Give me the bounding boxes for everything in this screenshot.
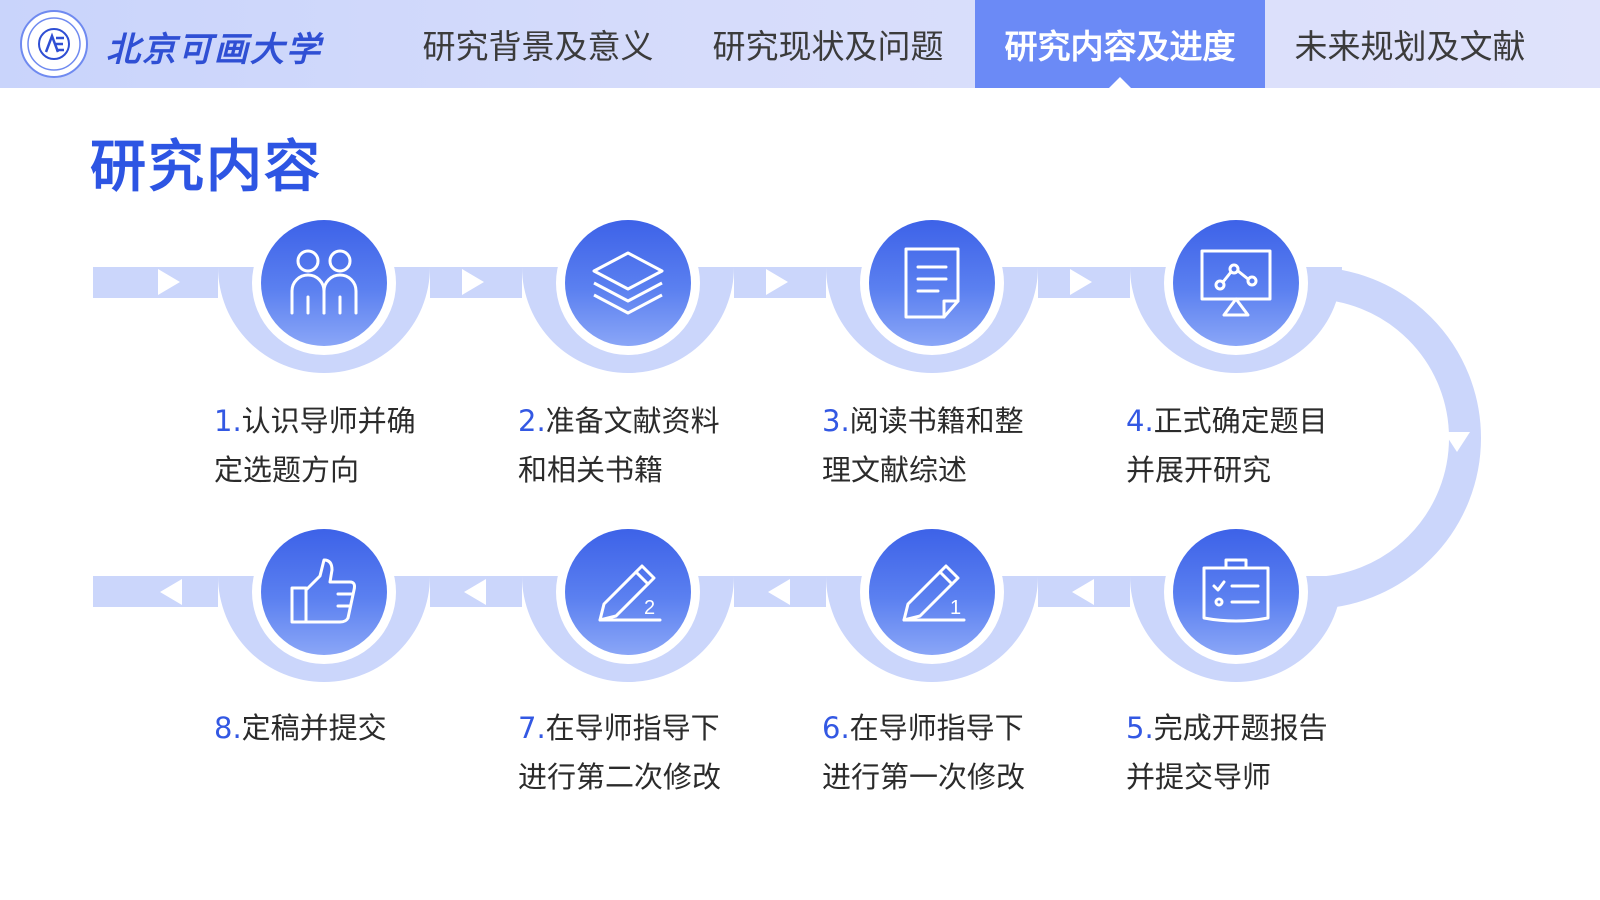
page-title: 研究内容	[90, 135, 322, 200]
step-7-icon-badge: 2	[565, 529, 691, 655]
people-icon	[290, 249, 358, 315]
step-text-line1: 定稿并提交	[241, 711, 387, 745]
pencil-one-icon: 1	[902, 564, 966, 622]
step-7-label: 7.在导师指导下 进行第二次修改	[518, 704, 778, 802]
step-text-line2: 进行第一次修改	[822, 760, 1026, 794]
step-number: 3.	[822, 404, 850, 438]
step-number: 1.	[214, 404, 242, 438]
tab-research-content[interactable]: 研究内容及进度	[975, 0, 1265, 88]
arrow-left-icon	[1072, 579, 1094, 605]
step-text-line2: 进行第二次修改	[518, 760, 722, 794]
step-number: 7.	[518, 711, 546, 745]
step-text-line1: 准备文献资料	[545, 404, 720, 438]
step-number: 2.	[518, 404, 546, 438]
pencil-two-icon: 2	[598, 564, 662, 622]
svg-text:2: 2	[644, 597, 655, 619]
tab-label: 研究内容及进度	[1004, 27, 1236, 66]
arrow-left-icon	[768, 579, 790, 605]
step-text-line1: 认识导师并确	[241, 404, 416, 438]
arrow-down-icon	[1444, 432, 1470, 452]
step-text-line1: 完成开题报告	[1153, 711, 1328, 745]
step-text-line2: 理文献综述	[822, 453, 968, 487]
step-text-line1: 在导师指导下	[849, 711, 1024, 745]
presentation-icon	[1200, 249, 1272, 317]
step-text-line2: 并提交导师	[1126, 760, 1272, 794]
step-1-label: 1.认识导师并确 定选题方向	[214, 397, 474, 495]
arrow-right-icon	[766, 269, 788, 295]
step-5-label: 5.完成开题报告 并提交导师	[1126, 704, 1386, 802]
tab-label: 未来规划及文献	[1294, 27, 1526, 66]
step-number: 5.	[1126, 711, 1154, 745]
step-4-label: 4.正式确定题目 并展开研究	[1126, 397, 1386, 495]
step-3-label: 3.阅读书籍和整 理文献综述	[822, 397, 1082, 495]
step-4-icon-badge	[1173, 220, 1299, 346]
step-8-label: 8.定稿并提交	[214, 704, 474, 753]
document-icon	[904, 247, 960, 319]
step-number: 6.	[822, 711, 850, 745]
step-number: 4.	[1126, 404, 1154, 438]
step-text-line2: 定选题方向	[214, 453, 360, 487]
step-text-line1: 正式确定题目	[1153, 404, 1328, 438]
step-1-icon-badge	[261, 220, 387, 346]
university-logo-icon	[20, 10, 88, 78]
arrow-left-icon	[464, 579, 486, 605]
tab-future-plan[interactable]: 未来规划及文献	[1265, 0, 1555, 88]
thumbs-up-icon	[290, 558, 356, 624]
step-number: 8.	[214, 711, 242, 745]
svg-text:1: 1	[950, 597, 961, 619]
step-text-line1: 阅读书籍和整	[849, 404, 1024, 438]
header-bar: 北京可画大学 研究背景及意义 研究现状及问题 研究内容及进度 未来规划及文献	[0, 0, 1600, 88]
layers-icon	[592, 251, 664, 315]
step-text-line2: 并展开研究	[1126, 453, 1272, 487]
arrow-right-icon	[158, 269, 180, 295]
step-text-line2: 和相关书籍	[518, 453, 664, 487]
university-name: 北京可画大学	[106, 30, 322, 70]
tab-label: 研究背景及意义	[422, 27, 654, 66]
step-3-icon-badge	[869, 220, 995, 346]
arrow-right-icon	[1070, 269, 1092, 295]
clipboard-checklist-icon	[1202, 558, 1270, 623]
tab-research-background[interactable]: 研究背景及意义	[393, 0, 683, 88]
step-2-icon-badge	[565, 220, 691, 346]
step-2-label: 2.准备文献资料 和相关书籍	[518, 397, 778, 495]
arrow-left-icon	[160, 579, 182, 605]
step-6-icon-badge: 1	[869, 529, 995, 655]
step-5-icon-badge	[1173, 529, 1299, 655]
arrow-right-icon	[462, 269, 484, 295]
tab-label: 研究现状及问题	[712, 27, 944, 66]
step-6-label: 6.在导师指导下 进行第一次修改	[822, 704, 1082, 802]
step-8-icon-badge	[261, 529, 387, 655]
tab-research-status[interactable]: 研究现状及问题	[683, 0, 973, 88]
step-text-line1: 在导师指导下	[545, 711, 720, 745]
